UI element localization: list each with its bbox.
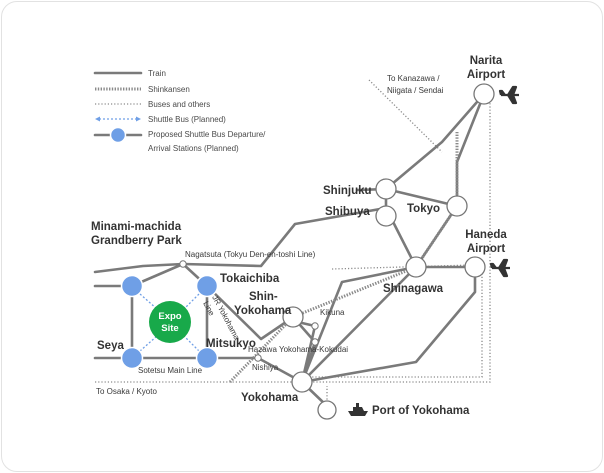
bus-route-narita (294, 102, 491, 383)
legend-proposed-dot (109, 126, 127, 144)
shuttle-arrow-tokaichiba (183, 293, 200, 310)
station-haneda (464, 256, 486, 278)
line-shinjuku-narita (355, 92, 486, 192)
legend-proposed-label-2: Arrival Stations (Planned) (148, 144, 239, 153)
expo-label-2: Site (161, 323, 178, 334)
label-haneda-2: Airport (467, 243, 506, 255)
station-labels: Narita Airport Haneda Airport Shinjuku S… (91, 55, 507, 417)
label-to-kanazawa-2: Niigata / Sendai (387, 86, 444, 95)
label-shin-yokohama-1: Shin- (249, 291, 278, 303)
line-yamanote-east (384, 92, 486, 269)
station-kikuna (311, 322, 319, 330)
station-shin-yokohama (282, 306, 304, 328)
station-seya (120, 346, 144, 370)
station-narita (473, 83, 495, 105)
line-keikyu (300, 265, 477, 384)
label-port-of-yokohama: Port of Yokohama (372, 405, 470, 417)
label-hazawa: Hazawa Yokohama-Kokudai (248, 345, 348, 354)
station-shinjuku (375, 178, 397, 200)
legend-train-label: Train (148, 69, 166, 78)
station-minami-machida (120, 274, 144, 298)
station-hazawa (311, 338, 319, 346)
legend-proposed-label-1: Proposed Shuttle Bus Departure/ (148, 130, 266, 139)
label-haneda-1: Haneda (465, 229, 507, 241)
station-port-of-yokohama (317, 400, 337, 420)
label-narita-1: Narita (470, 55, 503, 67)
legend-shuttle-arrow-left (95, 116, 100, 122)
shuttle-arrow-minami (139, 293, 158, 310)
label-to-osaka: To Osaka / Kyoto (96, 387, 157, 396)
label-minami-machida-2: Grandberry Park (91, 235, 182, 247)
stations: Expo Site (120, 83, 495, 420)
legend: Train Shinkansen Buses and others Shuttl… (93, 69, 266, 153)
line-tokaido-2 (300, 265, 418, 384)
label-shinagawa: Shinagawa (383, 283, 444, 295)
label-shinjuku: Shinjuku (323, 185, 372, 197)
label-jr-yokohama-1: JR Yokohama (210, 294, 241, 342)
bus-route-haneda-1 (309, 270, 483, 378)
station-tokaichiba (195, 274, 219, 298)
label-tokyo: Tokyo (407, 203, 440, 215)
shuttle-arrows (139, 293, 200, 352)
station-shibuya (375, 205, 397, 227)
airplane-icon (498, 85, 519, 105)
label-nagatsuta: Nagatsuta (Tokyu Den-en-toshi Line) (185, 250, 316, 259)
bus-route-north (368, 79, 443, 153)
airplane-icon (489, 258, 510, 278)
legend-shuttle-arrow-right (136, 116, 141, 122)
line-den-en-toshi (93, 206, 388, 274)
station-shinagawa (405, 256, 427, 278)
label-tokaichiba: Tokaichiba (220, 273, 280, 285)
station-nagatsuta (179, 260, 187, 268)
legend-shinkansen-label: Shinkansen (148, 85, 190, 94)
ship-icon (348, 403, 368, 416)
label-sotetsu: Sotetsu Main Line (138, 366, 203, 375)
station-yokohama (291, 371, 313, 393)
label-yokohama: Yokohama (241, 392, 299, 404)
expo-site-marker (149, 301, 191, 343)
label-to-kanazawa-1: To Kanazawa / (387, 74, 440, 83)
line-shinjuku-tokyo (384, 187, 459, 208)
shuttle-arrow-seya (139, 335, 158, 352)
label-kikuna: Kikuna (320, 308, 345, 317)
label-narita-2: Airport (467, 69, 506, 81)
bus-route-haneda-2 (331, 264, 473, 270)
label-nishiya: Nishiya (252, 363, 279, 372)
station-nishiya (254, 354, 262, 362)
legend-shuttle-label: Shuttle Bus (Planned) (148, 115, 226, 124)
legend-bus-label: Buses and others (148, 100, 210, 109)
shuttle-arrow-mitsukyo (183, 335, 200, 352)
line-tokaido-1 (300, 265, 418, 384)
label-shibuya: Shibuya (325, 206, 370, 218)
label-seya: Seya (97, 340, 124, 352)
station-tokyo (446, 195, 468, 217)
station-mitsukyo (195, 346, 219, 370)
label-shin-yokohama-2: Yokohama (234, 305, 292, 317)
label-minami-machida-1: Minami-machida (91, 221, 182, 233)
expo-label-1: Expo (158, 311, 181, 322)
label-mitsukyo: Mitsukyo (206, 338, 256, 350)
